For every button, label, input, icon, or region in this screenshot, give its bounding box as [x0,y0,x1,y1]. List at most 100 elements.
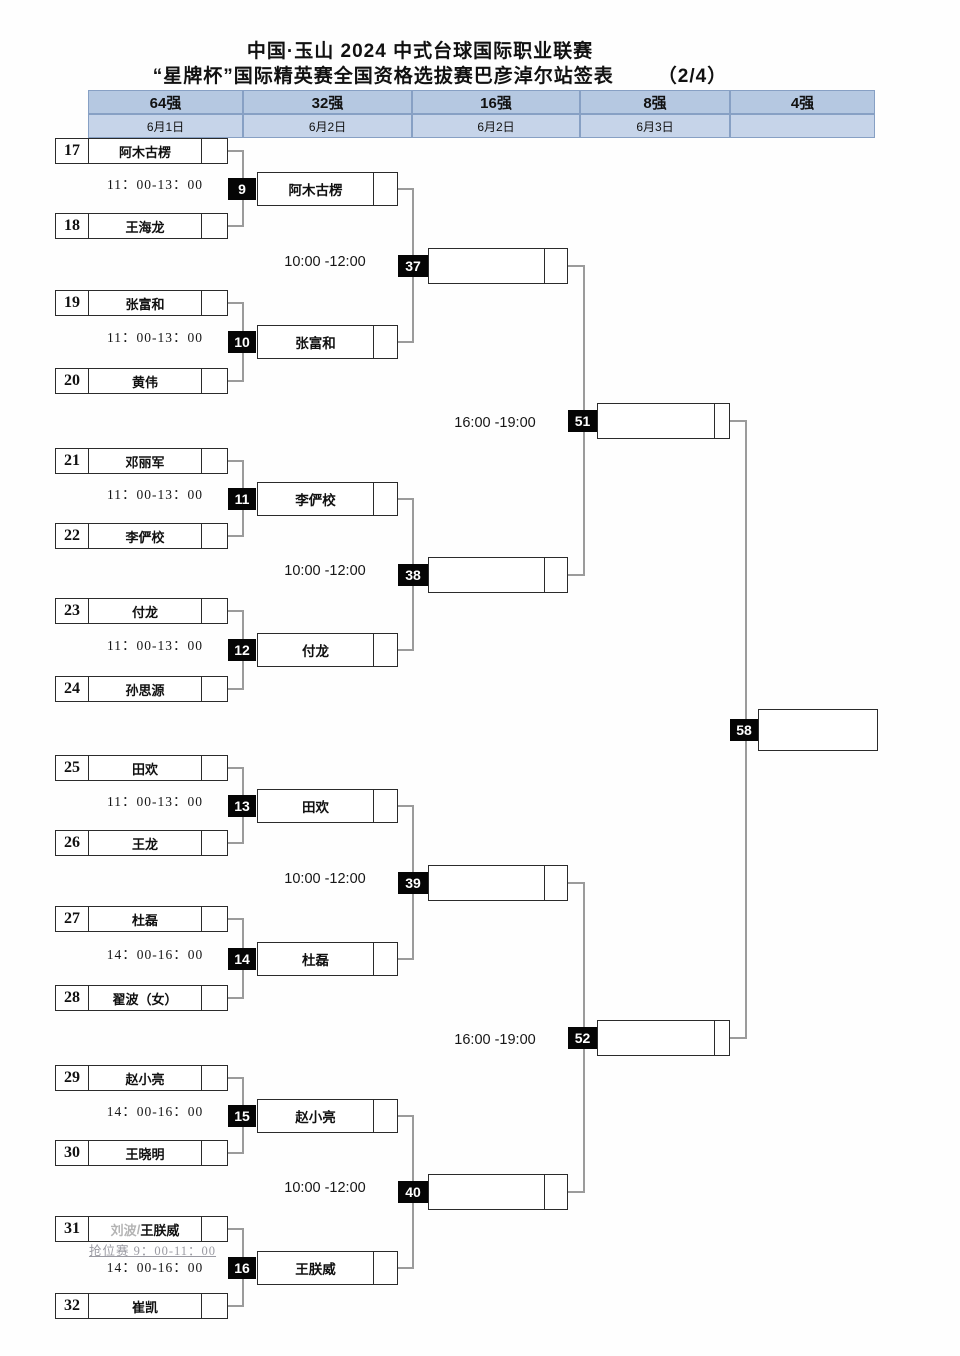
match-number-badge: 38 [398,564,428,586]
score-cell [201,1294,227,1318]
match-time: 14：00-16：00 [106,1104,204,1119]
seed-number: 20 [56,369,89,393]
seed-number: 21 [56,449,89,473]
winner-box-match-14: 杜磊 [257,942,398,976]
winner-name: 赵小亮 [295,1110,336,1125]
connector [730,420,745,422]
subtitle-row: “星牌杯”国际精英赛全国资格选拔赛巴彦淖尔站签表 （2/4） [0,61,880,88]
seed-number: 17 [56,139,89,163]
match-number-badge: 39 [398,872,428,894]
player-name: 王晓明 [125,1146,165,1162]
score-cell [714,1021,729,1055]
connector [228,535,242,537]
date-header-5 [730,114,875,138]
match-time: 11：00-13：00 [107,177,203,192]
player-name: 崔凯 [131,1299,158,1315]
score-cell [544,1175,567,1209]
score-cell [373,790,397,822]
winner-name: 付龙 [302,644,329,659]
date-header-4: 6月3日 [580,114,730,138]
round-header-4: 4强 [730,90,875,114]
match-number-badge: 16 [228,1257,256,1279]
connector [398,805,412,807]
seed-number: 26 [56,831,89,855]
seed-number: 27 [56,907,89,931]
connector [398,1115,412,1117]
connector [568,882,583,884]
connector [568,1191,583,1193]
score-cell [201,756,227,780]
match-number-badge: 9 [228,178,256,200]
winner-box-match-37 [428,248,568,284]
match-time: 11：00-13：00 [107,638,203,653]
match-number-badge: 11 [228,488,256,510]
winner-box-match-12: 付龙 [257,633,398,667]
match-time: 10:00 -12:00 [284,563,366,579]
connector [228,225,242,227]
player-row-27: 27 杜磊 [55,906,228,932]
date-header-1: 6月1日 [88,114,243,138]
tournament-title: 中国·玉山 2024 中式台球国际职业联赛 [246,41,594,62]
round-header-8: 8强 [580,90,730,114]
winner-box-match-15: 赵小亮 [257,1099,398,1133]
winner-name: 杜磊 [302,953,329,968]
score-cell [201,524,227,548]
connector [228,1228,242,1230]
winner-box-match-52 [597,1020,730,1056]
match-number-badge: 52 [568,1027,597,1049]
score-cell [201,1066,227,1090]
score-cell [201,1217,227,1241]
winner-box-match-39 [428,865,568,901]
player-name: 杜磊 [131,912,158,928]
match-time: 14：00-16：00 [106,1260,204,1275]
winner-box-match-51 [597,403,730,439]
match-number-badge: 15 [228,1105,256,1127]
player-row-24: 24 孙思源 [55,676,228,702]
round-header-32: 32强 [243,90,412,114]
match-time: 14：00-16：00 [106,947,204,962]
winner-name [429,558,544,592]
score-cell [373,173,397,205]
score-cell [201,907,227,931]
date-header-3: 6月2日 [412,114,580,138]
match-number-badge: 40 [398,1181,428,1203]
connector [228,380,242,382]
connector [568,265,583,267]
connector [228,997,242,999]
seed-number: 25 [56,756,89,780]
page-indicator: （2/4） [657,66,728,87]
match-time: 16:00 -19:00 [454,415,536,431]
match-number-badge: 10 [228,331,256,353]
round-header-64: 64强 [88,90,243,114]
connector [398,958,412,960]
score-cell [373,1252,397,1284]
score-cell [201,139,227,163]
score-cell [544,866,567,900]
qualifier-note: 抢位赛 9：00-11：00 [88,1244,217,1258]
seed-number: 30 [56,1141,89,1165]
score-cell [373,943,397,975]
match-time: 10:00 -12:00 [284,254,366,270]
date-header-2: 6月2日 [243,114,412,138]
connector [228,842,242,844]
player-name: 阿木古楞 [118,144,171,160]
player-name: 孙思源 [125,682,165,698]
score-cell [544,558,567,592]
score-cell [201,1141,227,1165]
player-name: 赵小亮 [125,1071,165,1087]
winner-box-match-10: 张富和 [257,325,398,359]
seed-number: 23 [56,599,89,623]
winner-name [429,1175,544,1209]
qualified-player-name: 王朕威 [140,1222,180,1238]
match-time: 10:00 -12:00 [284,871,366,887]
connector [398,498,412,500]
connector [568,574,583,576]
score-cell [201,449,227,473]
score-cell [373,483,397,515]
seed-number: 24 [56,677,89,701]
